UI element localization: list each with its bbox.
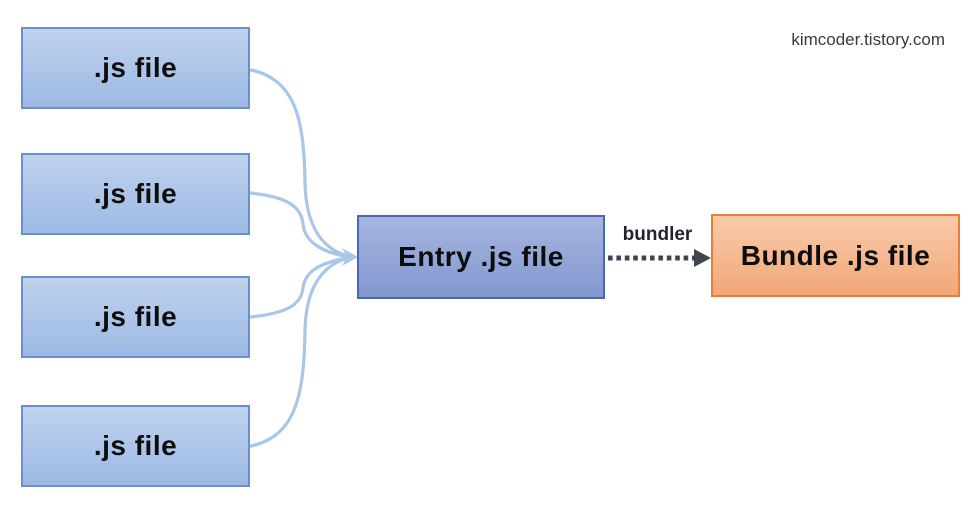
connector-curve-4 — [249, 256, 350, 448]
bundle-js-file-label: Bundle .js file — [740, 239, 931, 271]
source-js-file-box-2: .js file — [21, 153, 250, 235]
watermark-text: kimcoder.tistory.com — [791, 30, 945, 49]
source-js-file-label-3: .js file — [93, 301, 178, 332]
connector-curve-1 — [249, 68, 350, 258]
entry-js-file-box: Entry .js file — [357, 215, 605, 299]
connector-curve-3 — [249, 256, 350, 319]
bundler-arrowhead-icon — [694, 249, 711, 267]
source-js-file-label-2: .js file — [93, 178, 178, 209]
bundler-arrow-label: bundler — [622, 224, 693, 245]
source-js-file-box-4: .js file — [21, 405, 250, 487]
source-js-file-box-1: .js file — [21, 27, 250, 109]
source-js-file-box-3: .js file — [21, 276, 250, 358]
source-js-file-label-4: .js file — [93, 430, 178, 461]
entry-js-file-label: Entry .js file — [398, 241, 564, 272]
bundle-js-file-box: Bundle .js file — [711, 214, 960, 297]
source-js-file-label-1: .js file — [93, 52, 178, 83]
connector-curve-2 — [249, 191, 350, 259]
connector-arrowhead-icon — [342, 248, 358, 266]
